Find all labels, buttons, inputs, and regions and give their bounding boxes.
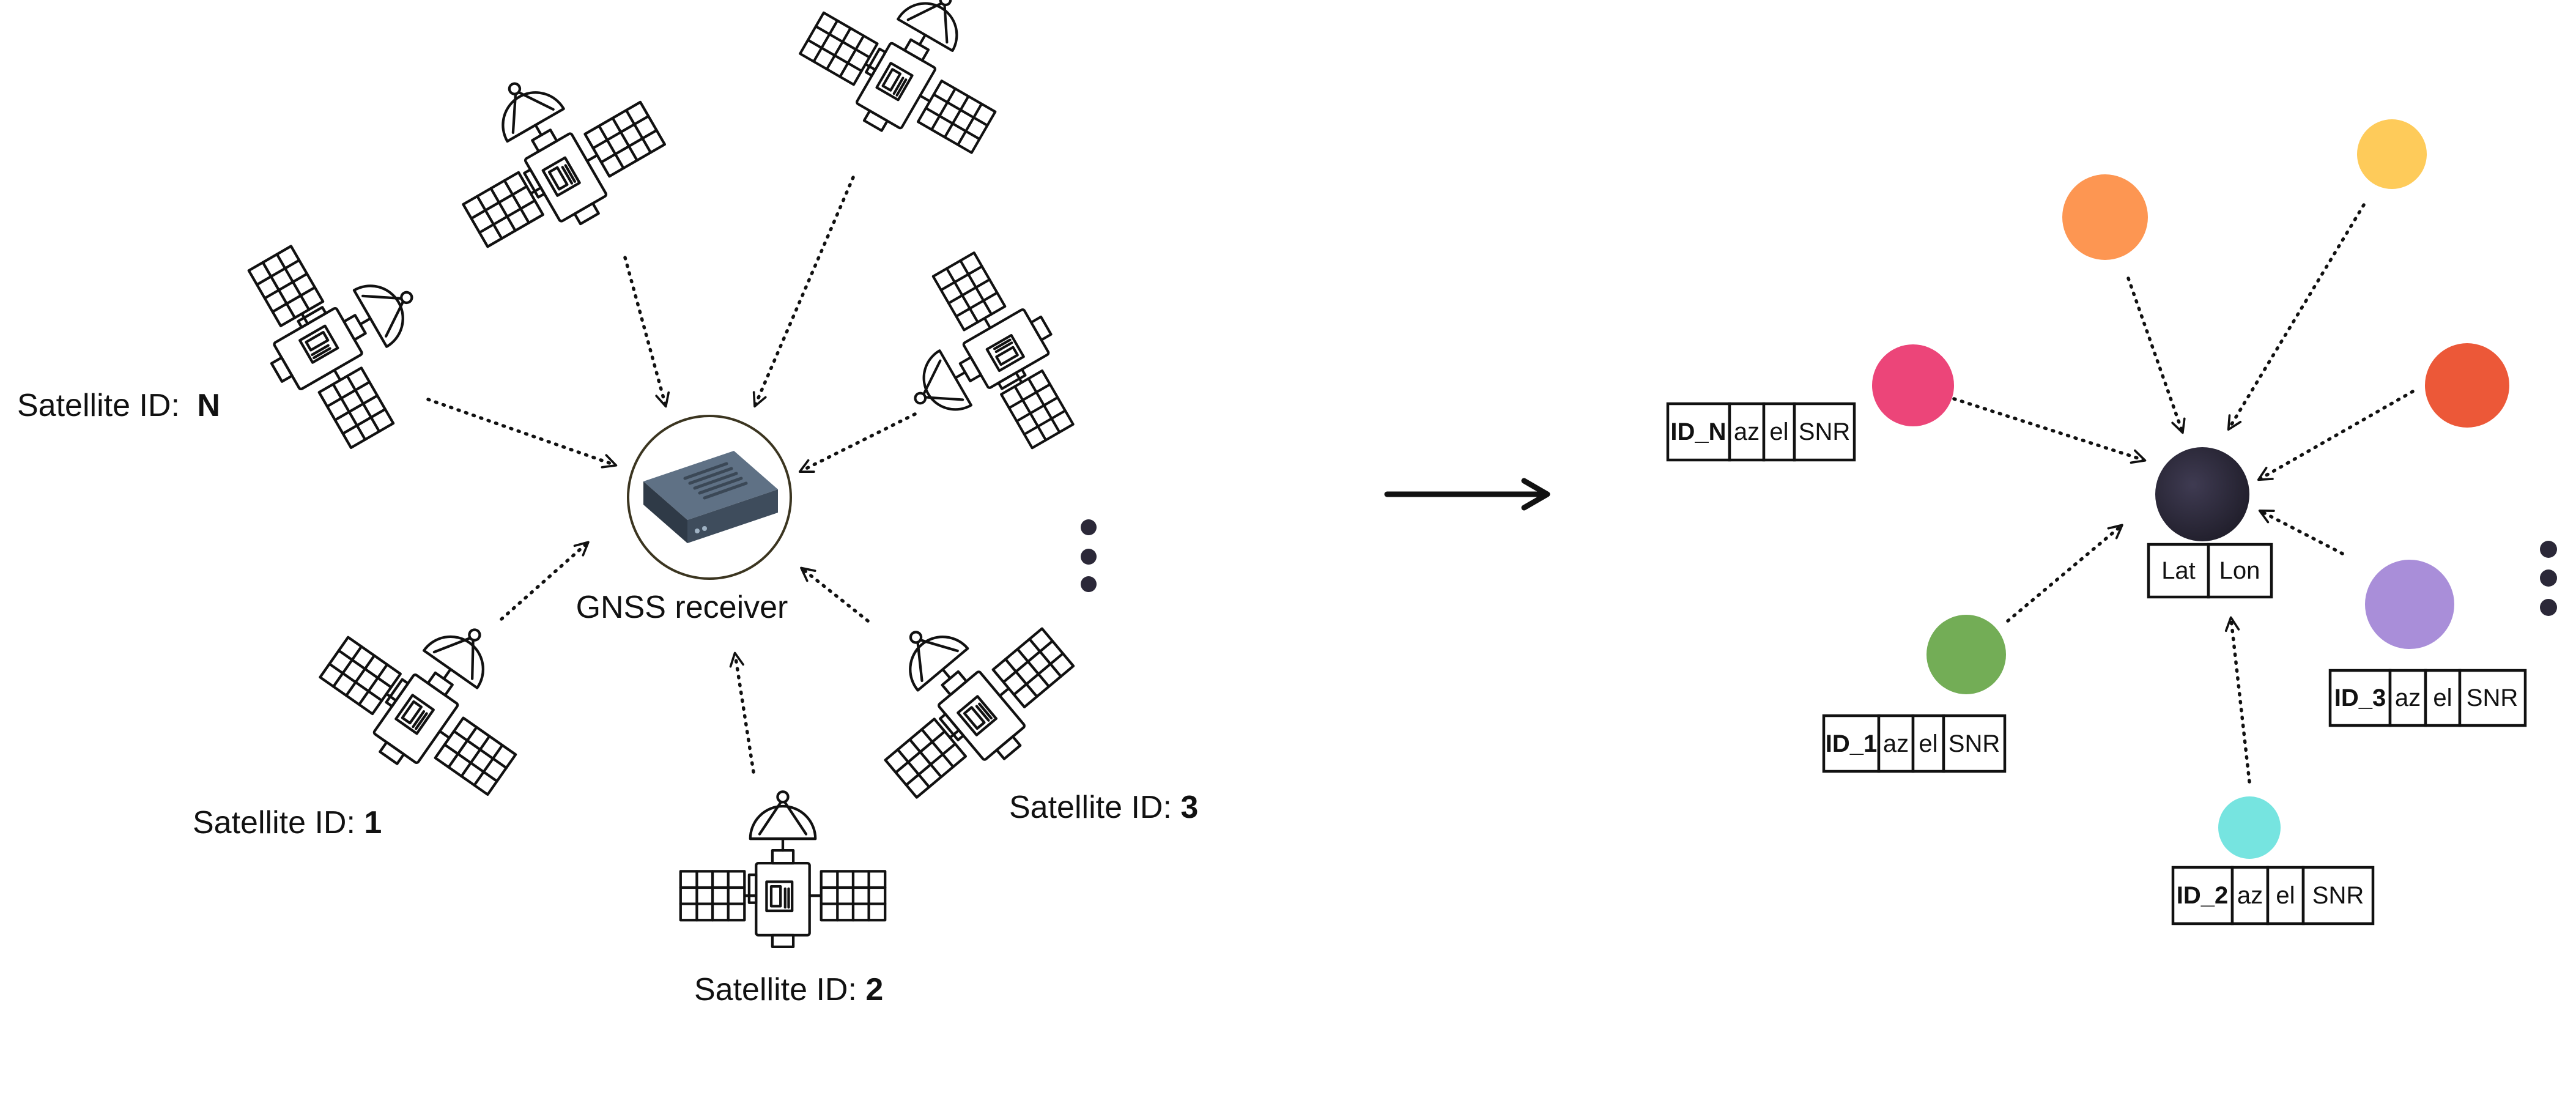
id-n-az: az	[1734, 418, 1760, 445]
node-id-3	[2365, 560, 2454, 649]
edge-yellow-to-center	[2227, 203, 2366, 431]
satellite-n-icon	[226, 206, 462, 461]
id-n-label: ID_N	[1670, 418, 1726, 445]
id-2-el: el	[2276, 882, 2295, 909]
feature-table-id-1: ID_1 az el SNR	[1822, 714, 2007, 773]
edge-id-1-to-center	[2006, 524, 2123, 623]
center-node-fields: Lat Lon	[2147, 543, 2273, 599]
id-1-label: ID_1	[1826, 730, 1878, 757]
satellite-arrows	[426, 176, 917, 774]
arrow-sat-top-right-to-receiver	[752, 176, 855, 408]
satellite-n-label: Satellite ID: N	[17, 388, 220, 423]
arrow-sat-1-to-receiver	[500, 541, 590, 621]
node-id-1	[1926, 615, 2006, 694]
edge-red-to-center	[2257, 390, 2415, 481]
id-2-snr: SNR	[2312, 882, 2364, 909]
feature-table-id-n: ID_N az el SNR	[1666, 402, 1856, 462]
edge-id-2-to-center	[2224, 616, 2251, 784]
feature-table-id-3: ID_3 az el SNR	[2328, 669, 2527, 727]
id-2-label: ID_2	[2177, 882, 2229, 909]
edge-orange-to-center	[2126, 276, 2186, 434]
node-red	[2425, 343, 2509, 428]
satellite-3-label: Satellite ID: 3	[1009, 790, 1198, 825]
id-1-az: az	[1883, 730, 1909, 757]
receiver-box-icon	[643, 451, 778, 543]
id-3-label: ID_3	[2334, 684, 2386, 711]
satellite-1-icon	[305, 572, 561, 817]
node-orange	[2062, 174, 2148, 260]
center-node	[2155, 447, 2249, 541]
more-nodes-ellipsis	[2540, 541, 2557, 616]
id-3-snr: SNR	[2467, 684, 2518, 711]
satellite-2-label: Satellite ID: 2	[694, 972, 883, 1007]
lon-field: Lon	[2219, 557, 2260, 584]
satellite-top-right-icon	[787, 0, 1034, 175]
more-satellites-ellipsis	[1081, 519, 1097, 592]
edge-id-3-to-center	[2258, 509, 2344, 555]
receiver-label: GNSS receiver	[576, 590, 788, 625]
gnss-receiver: GNSS receiver	[576, 415, 792, 625]
arrow-sat-3-to-receiver	[800, 566, 870, 623]
lat-field: Lat	[2161, 557, 2196, 584]
arrow-sat-top-left-to-receiver	[623, 256, 670, 408]
node-id-n	[1872, 344, 1954, 426]
satellite-3-icon	[834, 568, 1090, 818]
satellite-top-left-icon	[423, 33, 678, 270]
satellite-1-label: Satellite ID: 1	[193, 805, 382, 840]
arrow-sat-n-to-receiver	[426, 398, 618, 469]
id-n-snr: SNR	[1799, 418, 1850, 445]
transform-arrow	[1384, 478, 1550, 511]
node-yellow	[2357, 119, 2427, 189]
id-3-el: el	[2433, 684, 2452, 711]
id-3-az: az	[2395, 684, 2421, 711]
graph-edges	[1952, 203, 2415, 784]
id-n-el: el	[1769, 418, 1788, 445]
arrow-sat-right-to-receiver	[798, 412, 917, 473]
edge-id-n-to-center	[1952, 397, 2147, 464]
satellite-right-icon	[867, 240, 1096, 486]
node-id-2	[2218, 796, 2281, 859]
id-1-snr: SNR	[1949, 730, 2000, 757]
feature-table-id-2: ID_2 az el SNR	[2171, 866, 2375, 925]
satellite-2-icon	[681, 792, 885, 947]
id-2-az: az	[2237, 882, 2263, 909]
arrow-sat-2-to-receiver	[729, 651, 755, 774]
id-1-el: el	[1919, 730, 1938, 757]
